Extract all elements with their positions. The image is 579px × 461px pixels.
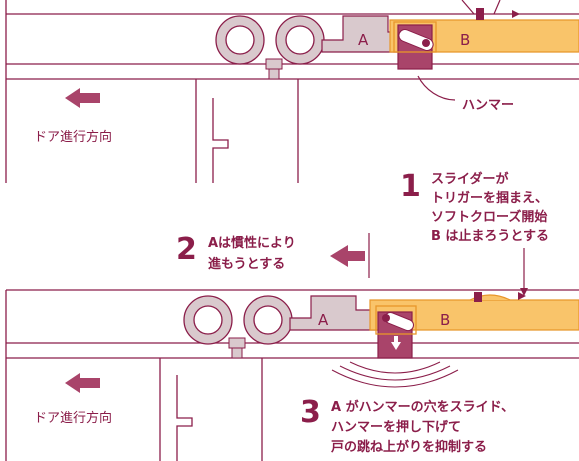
- bottom-panel: A B: [5, 289, 579, 461]
- step-1-line-2: トリガーを掴まえ、: [431, 191, 549, 206]
- step-2-text: Aは慣性により 進もうとする: [208, 233, 296, 275]
- hammer-leader: [417, 75, 456, 101]
- step-1-number: 1: [400, 169, 421, 204]
- step-1-line-4: B は止まろうとする: [431, 229, 550, 244]
- step-3-line-2: ハンマーを押し下げて: [331, 420, 462, 435]
- step-3-line-1: A がハンマーの穴をスライド、: [331, 400, 515, 415]
- left-arrow-icon-bottom: [65, 373, 100, 393]
- step-2-number: 2: [176, 232, 197, 267]
- wheel-left-bottom: [183, 295, 233, 345]
- hammer-bottom: [375, 305, 417, 359]
- wheel-left-top: [215, 15, 265, 65]
- down-arrow-icon: [391, 342, 401, 350]
- step-2-line-1: Aは慣性により: [208, 236, 296, 251]
- step-1-line-1: スライダーが: [431, 172, 509, 187]
- top-panel: A B: [5, 0, 579, 183]
- direction-label-top: ドア進行方向: [34, 130, 113, 145]
- label-a-bottom: A: [318, 311, 329, 329]
- left-arrow-icon-middle: [330, 245, 365, 267]
- unit-b-top: [389, 19, 579, 53]
- label-b-top: B: [460, 31, 470, 49]
- step-1-text: スライダーが トリガーを掴まえ、 ソフトクローズ開始 B は止まろうとする: [431, 170, 549, 246]
- step-3-text: A がハンマーの穴をスライド、 ハンマーを押し下げて 戸の跳ね上がりを抑制する: [331, 398, 514, 458]
- door-top: [195, 79, 299, 183]
- step-1-line-3: ソフトクローズ開始: [431, 210, 548, 225]
- step-3-line-3: 戸の跳ね上がりを抑制する: [331, 440, 488, 455]
- step-2-line-2: 進もうとする: [208, 257, 286, 272]
- hammer-label: ハンマー: [462, 98, 515, 113]
- label-a-top: A: [358, 31, 369, 49]
- wheel-right-bottom: [243, 295, 293, 345]
- door-bottom: [159, 358, 263, 461]
- step-3-number: 3: [300, 395, 321, 430]
- left-arrow-icon-top: [65, 88, 100, 108]
- hammer-top: [393, 21, 437, 70]
- wheel-right-top: [275, 15, 325, 65]
- slider-a-top: [321, 15, 399, 53]
- direction-label-bottom: ドア進行方向: [34, 411, 113, 426]
- label-b-bottom: B: [440, 311, 450, 329]
